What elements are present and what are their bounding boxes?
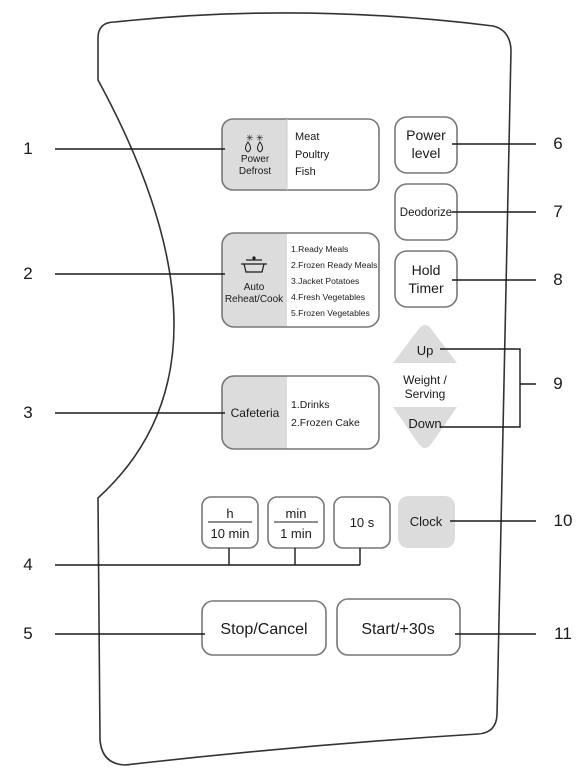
- hold-timer-label-1: Hold: [412, 262, 441, 278]
- hour-button-top: h: [226, 506, 233, 521]
- minute-button[interactable]: min 1 min: [267, 496, 325, 549]
- cafeteria-option: 2.Frozen Cake: [291, 417, 360, 429]
- hold-timer-button[interactable]: Hold Timer: [394, 250, 458, 308]
- callout-number: 9: [553, 374, 562, 393]
- auto-reheat-option: 3.Jacket Potatoes: [291, 276, 359, 286]
- deodorize-label: Deodorize: [400, 207, 452, 219]
- cafeteria-label: Cafeteria: [231, 406, 280, 420]
- ten-second-button-label: 10 s: [350, 515, 375, 530]
- callout-number: 3: [23, 403, 32, 422]
- auto-reheat-option: 2.Frozen Ready Meals: [291, 260, 377, 270]
- weight-down-button[interactable]: Down: [393, 407, 457, 448]
- panel-outline: [97, 12, 512, 766]
- hour-button[interactable]: h 10 min: [201, 496, 259, 549]
- weight-serving-label-1: Weight /: [403, 373, 447, 387]
- callout-number: 5: [23, 624, 32, 643]
- power-defrost-option: Meat: [295, 131, 319, 143]
- hour-button-bottom: 10 min: [210, 526, 249, 541]
- power-defrost-button[interactable]: ✳ ✳ Power Defrost Meat Poultry Fish: [221, 118, 380, 191]
- weight-up-button[interactable]: Up: [393, 325, 457, 363]
- power-defrost-option: Poultry: [295, 149, 330, 161]
- auto-reheat-option: 5.Frozen Vegetables: [291, 308, 370, 318]
- cafeteria-option: 1.Drinks: [291, 399, 330, 411]
- callout-number: 2: [23, 264, 32, 283]
- callout-number: 4: [23, 555, 32, 574]
- svg-text:✳: ✳: [256, 133, 264, 143]
- minute-button-top: min: [286, 506, 307, 521]
- power-level-label-2: level: [412, 145, 441, 161]
- stop-cancel-button[interactable]: Stop/Cancel: [201, 600, 327, 656]
- auto-reheat-option: 1.Ready Meals: [291, 244, 348, 254]
- power-level-button[interactable]: Power level: [394, 116, 458, 174]
- ten-second-button[interactable]: 10 s: [333, 496, 391, 549]
- leader-line-4: [55, 548, 361, 566]
- auto-reheat-option: 4.Fresh Vegetables: [291, 292, 365, 302]
- snowflake-drops-icon: ✳ ✳: [245, 133, 264, 153]
- cafeteria-button[interactable]: Cafeteria 1.Drinks 2.Frozen Cake: [221, 375, 380, 450]
- callout-number: 10: [554, 511, 573, 530]
- auto-reheat-label-1: Auto: [244, 282, 265, 293]
- power-defrost-option: Fish: [295, 166, 316, 178]
- svg-text:✳: ✳: [246, 133, 254, 143]
- hold-timer-label-2: Timer: [408, 280, 444, 296]
- callout-number: 7: [553, 202, 562, 221]
- deodorize-button[interactable]: Deodorize: [394, 183, 458, 241]
- weight-up-label: Up: [417, 343, 434, 358]
- weight-serving-label-2: Serving: [405, 387, 446, 401]
- callout-number: 1: [23, 139, 32, 158]
- power-level-label-1: Power: [406, 127, 446, 143]
- callout-number: 6: [553, 134, 562, 153]
- clock-label: Clock: [410, 514, 443, 529]
- cooking-pot-icon: [241, 256, 267, 273]
- callout-number: 11: [554, 624, 572, 643]
- start-button[interactable]: Start/+30s: [336, 598, 461, 656]
- callout-number: 8: [553, 270, 562, 289]
- leader-line-9: [440, 348, 536, 428]
- start-label: Start/+30s: [361, 621, 434, 638]
- power-defrost-label-2: Defrost: [239, 166, 271, 177]
- auto-reheat-label-2: Reheat/Cook: [225, 294, 284, 305]
- stop-cancel-label: Stop/Cancel: [220, 621, 307, 638]
- minute-button-bottom: 1 min: [280, 526, 312, 541]
- weight-down-label: Down: [408, 416, 441, 431]
- clock-button[interactable]: Clock: [398, 496, 455, 548]
- power-defrost-label-1: Power: [241, 154, 270, 165]
- auto-reheat-cook-button[interactable]: Auto Reheat/Cook 1.Ready Meals 2.Frozen …: [221, 232, 380, 328]
